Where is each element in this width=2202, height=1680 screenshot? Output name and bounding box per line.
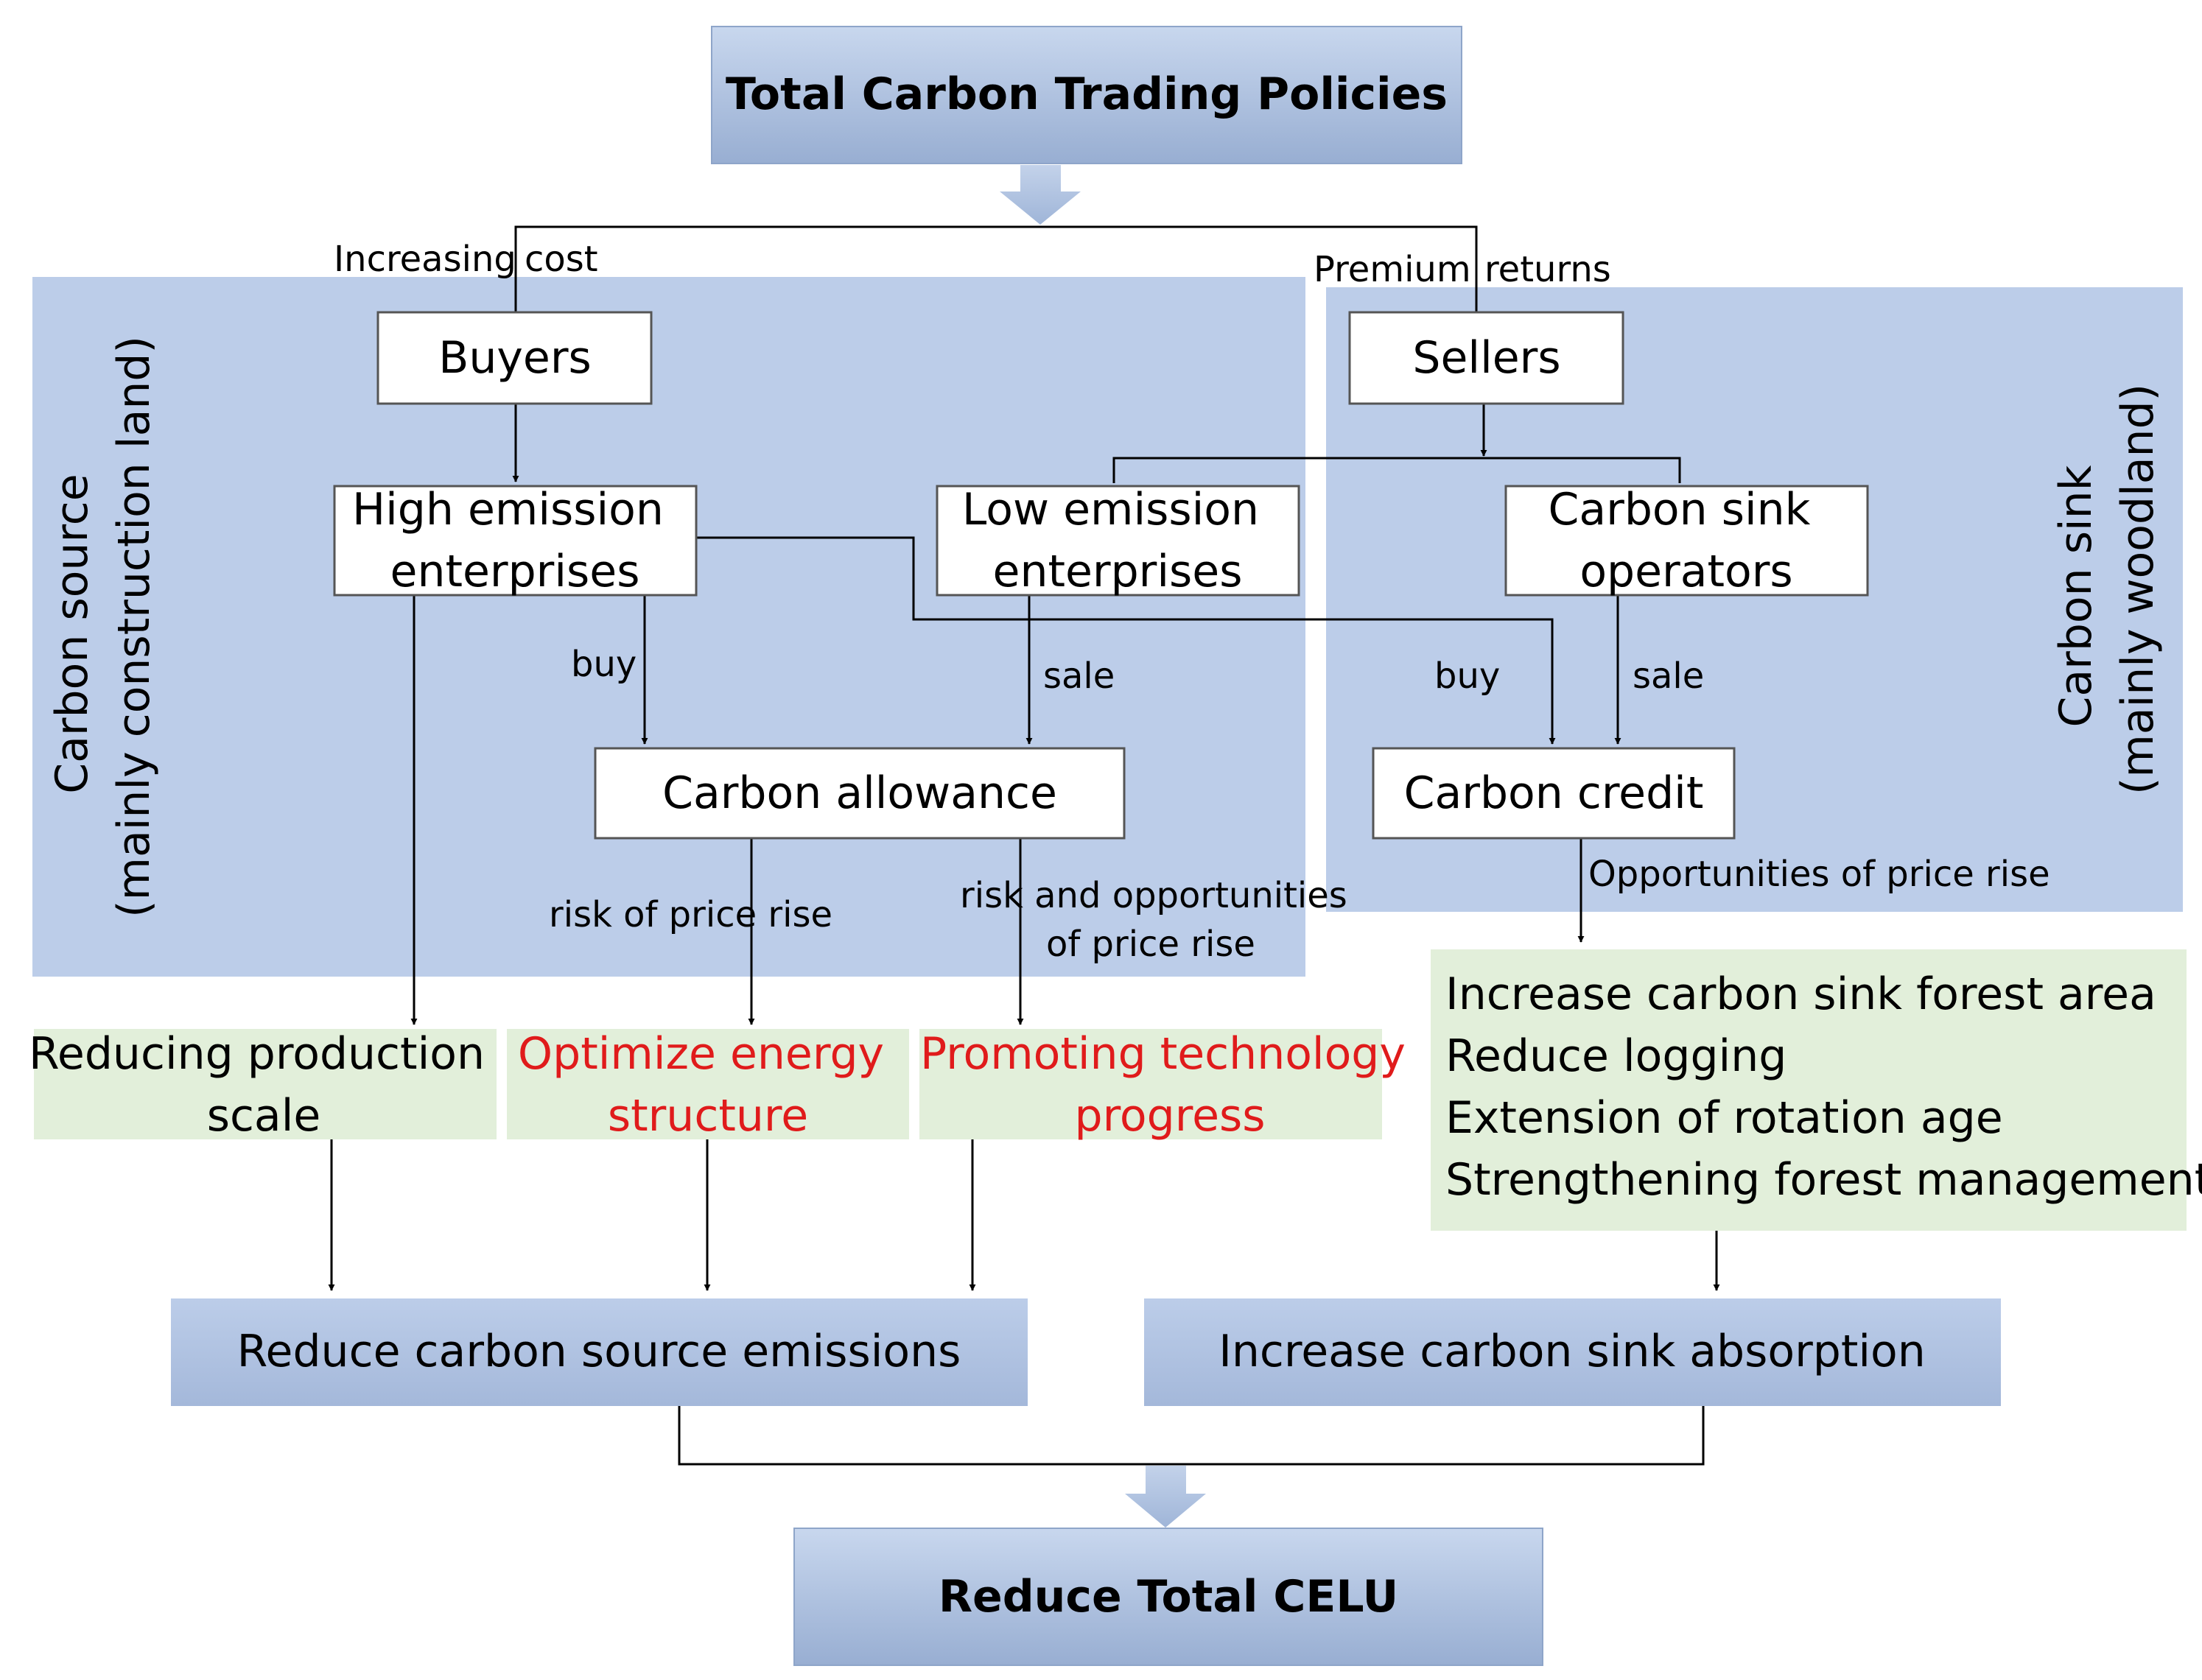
label-premium: Premium <box>1314 249 1471 290</box>
sellers-text: Sellers <box>1412 332 1560 384</box>
carbon-sink-label-line-2: (mainly woodland) <box>2112 384 2164 795</box>
sink-actions-box <box>1431 949 2187 1231</box>
sink-operators-line-2: operators <box>1579 546 1792 597</box>
bottom-celu-text: Reduce Total CELU <box>939 1571 1398 1623</box>
top-fat-arrow <box>1000 165 1081 225</box>
high-to-credit-line <box>696 536 1556 745</box>
carbon-allowance-text: Carbon allowance <box>662 767 1057 819</box>
buyers-box <box>376 311 653 405</box>
carbon-sink-label-line-1: Carbon sink <box>2050 465 2102 727</box>
increase-sink-text: Increase carbon sink absorption <box>1219 1326 1926 1377</box>
label-cost: cost <box>525 239 598 280</box>
sink-action-item: Strengthening forest management <box>1445 1154 2202 1206</box>
label-returns: returns <box>1484 249 1611 290</box>
label-sale-mid: sale <box>1043 656 1115 697</box>
label-buy-right: buy <box>1434 656 1500 697</box>
reduce-scale-box <box>34 1029 497 1139</box>
promote-tech-box <box>919 1029 1382 1139</box>
reduce-scale-line-1: Reducing production <box>29 1028 485 1080</box>
optimize-energy-text: Optimize energy structure <box>518 1028 898 1142</box>
reduce-scale-line-2: scale <box>207 1090 321 1142</box>
label-risk-price: risk of price rise <box>549 894 832 935</box>
top-policy-text: Total Carbon Trading Policies <box>726 68 1448 120</box>
label-opportunities-price: Opportunities of price rise <box>1588 854 2050 895</box>
sink-operators-text: Carbon sink operators <box>1548 484 1824 597</box>
reduce-source-text: Reduce carbon source emissions <box>237 1326 961 1377</box>
promote-tech-line-2: progress <box>1074 1090 1265 1142</box>
label-risk-opportunities: risk and opportunities of price rise <box>960 875 1358 965</box>
carbon-source-label: Carbon source (mainly construction land) <box>46 336 160 918</box>
high-emission-box <box>333 485 698 597</box>
label-risk-opportunities-line-2: of price rise <box>1046 924 1255 965</box>
label-sale-right: sale <box>1633 656 1704 697</box>
carbon-source-label-line-2: (mainly construction land) <box>108 336 160 918</box>
sellers-split-line <box>1112 457 1681 483</box>
promote-tech-line-1: Promoting technology <box>920 1028 1406 1080</box>
sink-operators-box <box>1504 485 1869 597</box>
carbon-sink-label: Carbon sink (mainly woodland) <box>2050 384 2164 795</box>
low-emission-line-1: Low emission <box>962 484 1259 535</box>
low-emission-line-2: enterprises <box>993 546 1243 597</box>
sellers-box <box>1348 311 1624 405</box>
high-emission-line-2: enterprises <box>390 546 640 597</box>
label-increasing: Increasing <box>334 239 516 280</box>
optimize-energy-line-2: structure <box>608 1090 808 1142</box>
high-emission-line-1: High emission <box>352 484 664 535</box>
promote-tech-text: Promoting technology progress <box>920 1028 1420 1142</box>
sink-action-item: Increase carbon sink forest area <box>1445 969 2156 1020</box>
top-policy-box <box>711 26 1462 164</box>
split-line <box>514 225 1478 312</box>
carbon-credit-text: Carbon credit <box>1404 767 1704 819</box>
sink-action-item: Extension of rotation age <box>1445 1092 2003 1144</box>
bottom-celu-box <box>793 1528 1543 1666</box>
merge-line <box>678 1405 1705 1466</box>
low-emission-text: Low emission enterprises <box>962 484 1273 597</box>
carbon-source-label-line-1: Carbon source <box>46 474 98 793</box>
label-buy-left: buy <box>571 644 637 685</box>
high-emission-text: High emission enterprises <box>352 484 678 597</box>
buyers-text: Buyers <box>438 332 592 384</box>
sink-operators-line-1: Carbon sink <box>1548 484 1810 535</box>
low-emission-box <box>936 485 1300 597</box>
carbon-allowance-box <box>594 747 1126 840</box>
sink-action-item: Reduce logging <box>1445 1030 1787 1082</box>
label-risk-opportunities-line-1: risk and opportunities <box>960 875 1347 916</box>
optimize-energy-box <box>507 1029 909 1139</box>
sink-actions-text: Increase carbon sink forest area Reduce … <box>1445 969 2202 1206</box>
bottom-fat-arrow <box>1125 1466 1206 1528</box>
reduce-source-box <box>171 1298 1028 1406</box>
carbon-credit-box <box>1372 747 1736 840</box>
carbon-source-region <box>32 277 1305 977</box>
reduce-scale-text: Reducing production scale <box>29 1028 499 1142</box>
optimize-energy-line-1: Optimize energy <box>518 1028 884 1080</box>
increase-sink-box <box>1144 1298 2001 1406</box>
